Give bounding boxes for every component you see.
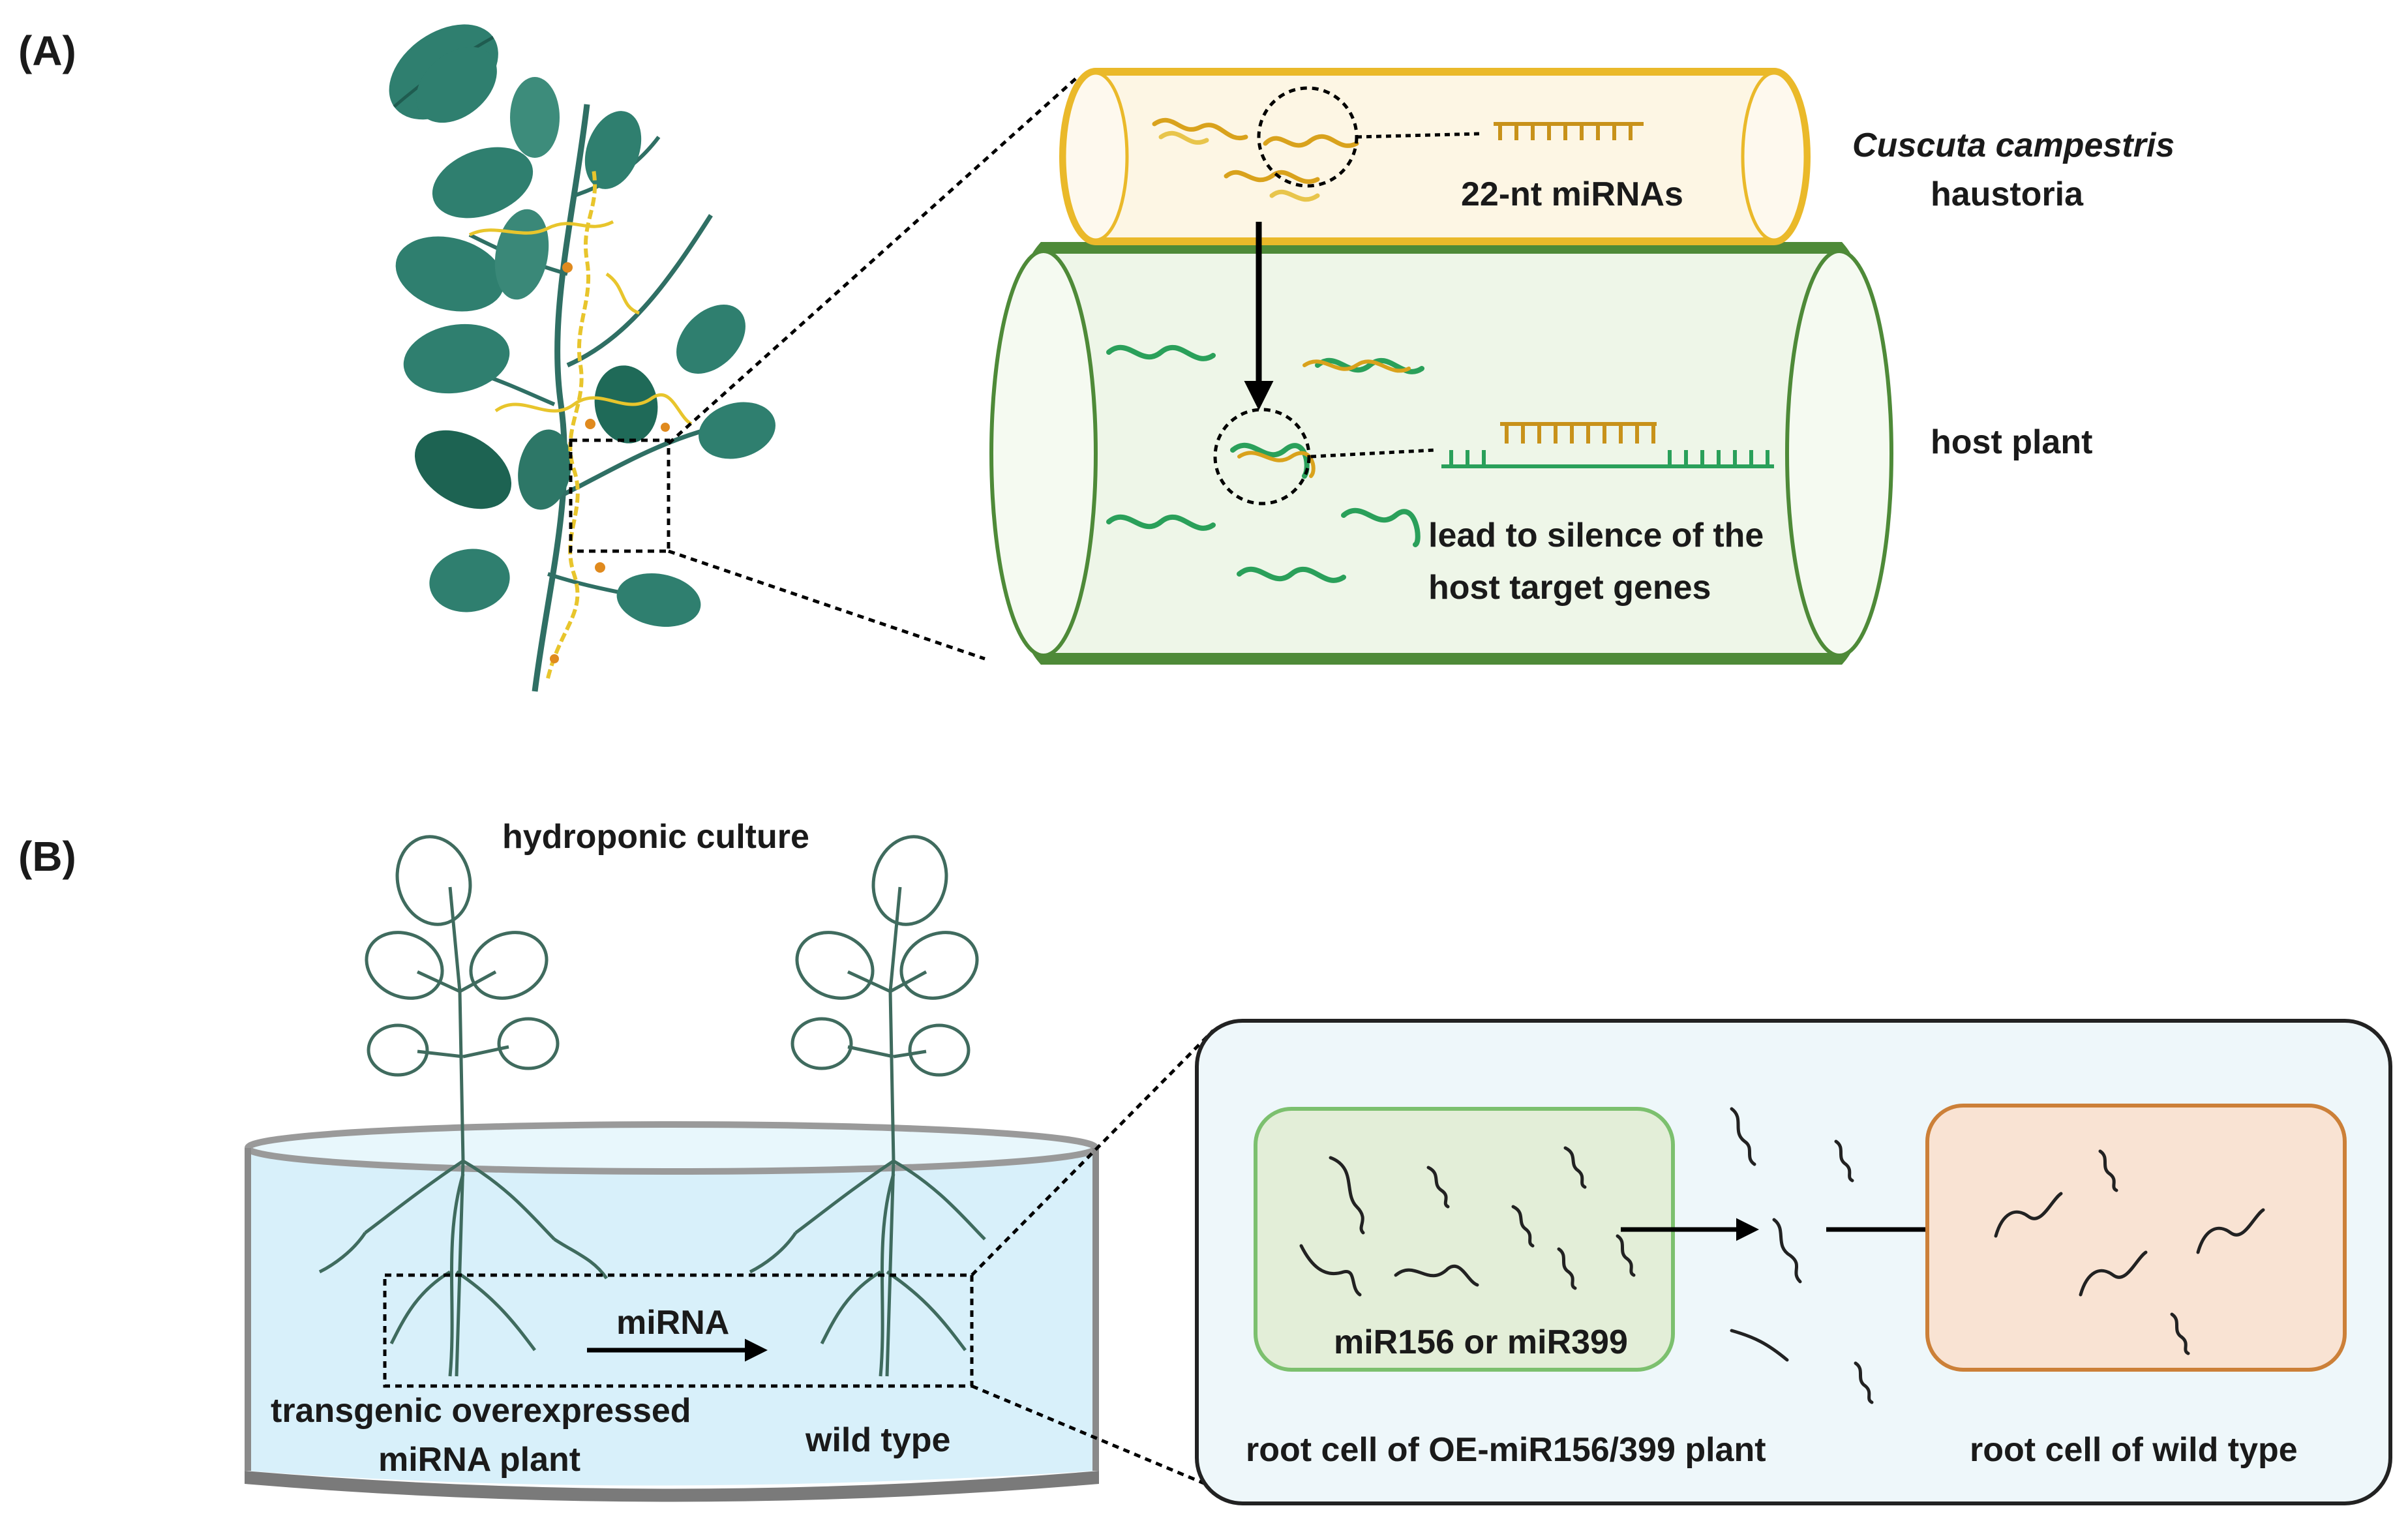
panel-b-label: (B) [18, 833, 76, 880]
culture-label: hydroponic culture [502, 818, 809, 856]
silence-line-2: host target genes [1428, 569, 1711, 607]
silence-line-1: lead to silence of the [1428, 517, 1764, 554]
transgenic-plant-illustration [318, 835, 609, 1377]
host-plant-illustration [371, 5, 775, 692]
transgenic-line-1: transgenic overexpressed [271, 1392, 691, 1430]
wildtype-label: wild type [805, 1421, 950, 1459]
mirna-strands-haustoria [1152, 117, 1359, 202]
duplex-callout-circle [1213, 408, 1311, 505]
host-rna-strands [1106, 344, 1424, 583]
mrna-target-icon [1441, 422, 1774, 468]
oe-mirna-squiggles [1299, 1146, 1636, 1297]
callout-line-a1 [1356, 132, 1481, 139]
wt-mirna-squiggles [1994, 1149, 2265, 1355]
host-plant-cylinder [989, 242, 1893, 665]
zoom-line-top-a [667, 77, 1077, 445]
callout-line-a2 [1310, 448, 1436, 459]
zoom-box-a [569, 438, 670, 553]
mirna-comb-icon [1494, 122, 1644, 140]
panel-a-label: (A) [18, 27, 76, 74]
zoom-line-bottom-a [668, 549, 986, 661]
wt-root-cell [1925, 1104, 2347, 1372]
parasite-organ: haustoria [1931, 175, 2084, 213]
apoplast-mirna-squiggles [1730, 1107, 1874, 1404]
wt-cell-label: root cell of wild type [1970, 1431, 2298, 1469]
mirna-names: miR156 or miR399 [1334, 1323, 1628, 1361]
transgenic-line-2: miRNA plant [378, 1441, 580, 1479]
mirna-arrow-label: miRNA [616, 1304, 729, 1342]
oe-root-cell [1254, 1107, 1675, 1372]
duplex-strands [1237, 359, 1411, 478]
mirna-label: 22-nt miRNAs [1461, 175, 1683, 213]
zoom-box-b [383, 1273, 974, 1388]
zoom-line-bottom-b [971, 1384, 1214, 1489]
zoom-line-top-b [971, 1029, 1214, 1276]
host-label: host plant [1931, 423, 2092, 461]
wildtype-plant-illustration [749, 835, 986, 1377]
haustoria-cylinder [1059, 68, 1811, 245]
parasite-name: Cuscuta campestris [1852, 127, 2175, 164]
oe-cell-label: root cell of OE-miR156/399 plant [1246, 1431, 1766, 1469]
